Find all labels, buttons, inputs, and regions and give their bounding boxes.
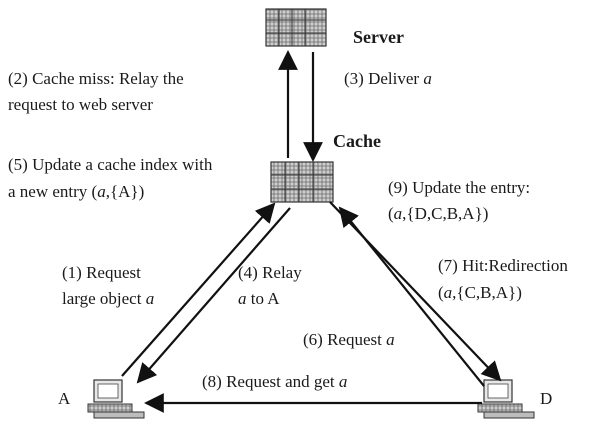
arrow-a-to-cache — [121, 202, 276, 377]
arrow-cache-to-d — [329, 201, 502, 382]
server-icon — [265, 8, 327, 47]
step2-label-line2: request to web server — [8, 95, 153, 114]
step1-label-line2: large object a — [62, 289, 155, 308]
step5-label-line2: a new entry (a,{A}) — [8, 182, 145, 201]
arrow-cache-to-a — [136, 207, 291, 384]
step1-label-line1: (1) Request — [62, 263, 141, 282]
step3-label: (3) Deliver a — [344, 69, 432, 88]
step5-label-line1: (5) Update a cache index with — [8, 155, 213, 174]
step9-label-line1: (9) Update the entry: — [388, 178, 531, 197]
step6-label: (6) Request a — [303, 330, 395, 349]
server-label: Server — [353, 27, 404, 47]
step7-label-line2: (a,{C,B,A}) — [438, 283, 522, 302]
step2-label-line1: (2) Cache miss: Relay the — [8, 69, 184, 88]
cache-icon — [270, 161, 334, 203]
step7-label-line1: (7) Hit:Redirection — [438, 256, 568, 275]
step9-label-line2: (a,{D,C,B,A}) — [388, 204, 489, 223]
computer-a-icon — [87, 379, 145, 419]
step8-label: (8) Request and get a — [202, 372, 348, 391]
computer-d-icon — [477, 379, 535, 419]
step4-label-line2: a to A — [238, 289, 280, 308]
client-d-label: D — [540, 389, 553, 408]
client-a-label: A — [58, 389, 71, 408]
step4-label-line1: (4) Relay — [238, 263, 302, 282]
cache-label: Cache — [333, 131, 381, 151]
